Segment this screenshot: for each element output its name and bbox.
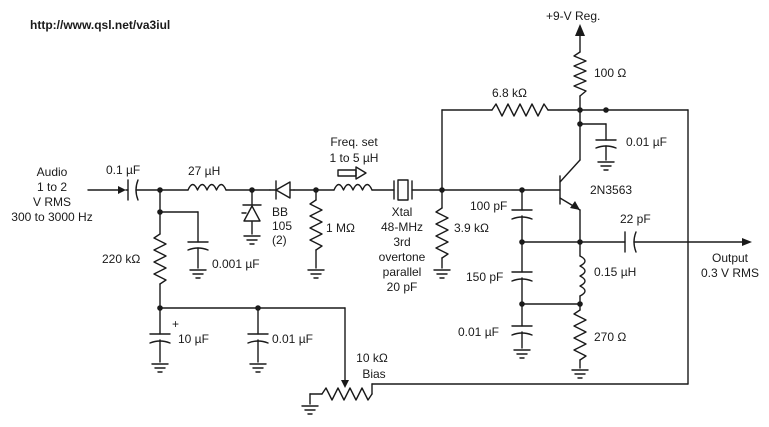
- capacitor-001-bias: [247, 333, 269, 344]
- transistor-2n3563: [559, 159, 581, 211]
- capacitor-001-low: [511, 325, 533, 336]
- label-r-68k: 6.8 kΩ: [492, 86, 527, 100]
- resistor-270: [573, 309, 587, 361]
- label-varactor-3: (2): [272, 233, 287, 247]
- capacitor-10uf: [149, 333, 171, 344]
- diode-series: [269, 180, 295, 200]
- capacitor-100pf: [511, 209, 533, 220]
- label-r-100: 100 Ω: [594, 66, 626, 80]
- capacitor-c-in: [127, 179, 139, 201]
- label-pot-1: 10 kΩ: [356, 351, 388, 365]
- label-c-100pf: 100 pF: [470, 199, 507, 213]
- input-label-line-3: V RMS: [33, 195, 71, 209]
- label-xtal-1: Xtal: [392, 205, 413, 219]
- label-pot-2: Bias: [362, 367, 385, 381]
- capacitor-0001uf: [187, 241, 209, 251]
- crystal-xtal: [393, 179, 413, 201]
- resistor-68k: [491, 103, 549, 117]
- label-freq-set-1: Freq. set: [330, 135, 378, 149]
- label-c-150pf: 150 pF: [466, 270, 503, 284]
- label-xtal-5: parallel: [383, 265, 422, 279]
- label-xtal-3: 3rd: [393, 235, 410, 249]
- potentiometer-10k: [321, 387, 373, 401]
- arrow-right-icon: [337, 166, 367, 180]
- varactor-diode: [241, 204, 262, 222]
- label-c-001-bias: 0.01 µF: [272, 332, 313, 346]
- label-xtal-4: overtone: [379, 250, 426, 264]
- inductor-freq-set: [333, 183, 373, 191]
- label-r-39k: 3.9 kΩ: [454, 221, 489, 235]
- resistor-100: [573, 51, 587, 97]
- label-r-270: 270 Ω: [594, 330, 626, 344]
- label-c-in: 0.1 µF: [106, 163, 140, 177]
- label-varactor-2: 105: [272, 219, 292, 233]
- inductor-27uh: [187, 183, 227, 191]
- capacitor-150pf: [511, 271, 533, 282]
- input-label: Audio 1 to 2 V RMS 300 to 3000 Hz: [11, 165, 92, 224]
- output-label-line-1: Output: [712, 251, 749, 265]
- supply-arrow-icon: [575, 24, 585, 36]
- label-c-001-top: 0.01 µF: [626, 135, 667, 149]
- label-plus: +: [172, 317, 179, 331]
- label-xtal-6: 20 pF: [387, 280, 418, 294]
- output-label-line-2: 0.3 V RMS: [701, 266, 759, 280]
- capacitor-001-top: [595, 139, 617, 149]
- label-varactor-1: BB: [272, 205, 288, 219]
- source-url: http://www.qsl.net/va3iul: [30, 18, 170, 32]
- resistor-220k: [153, 233, 167, 285]
- label-transistor: 2N3563: [590, 183, 632, 197]
- label-freq-set-2: 1 to 5 µH: [330, 151, 379, 165]
- capacitor-22pf: [624, 231, 637, 253]
- input-label-line-4: 300 to 3000 Hz: [11, 210, 92, 224]
- label-l-015uh: 0.15 µH: [594, 265, 636, 279]
- label-xtal-2: 48-MHz: [381, 220, 423, 234]
- input-label-line-1: Audio: [37, 165, 68, 179]
- junction-dots: [157, 107, 609, 311]
- label-r-1m: 1 MΩ: [326, 221, 355, 235]
- label-c-10uf: 10 µF: [178, 332, 209, 346]
- label-r-220k: 220 kΩ: [102, 252, 140, 266]
- label-c-001-low: 0.01 µF: [458, 325, 499, 339]
- label-c-22pf: 22 pF: [620, 212, 651, 226]
- input-label-line-2: 1 to 2: [37, 180, 67, 194]
- label-l-27uh: 27 µH: [188, 164, 220, 178]
- resistor-39k: [435, 207, 449, 259]
- wires: [87, 29, 752, 405]
- label-c-0001uf: 0.001 µF: [212, 257, 260, 271]
- inductor-015uh: [579, 255, 586, 297]
- output-label: Output 0.3 V RMS: [701, 251, 759, 280]
- label-xtal: Xtal 48-MHz 3rd overtone parallel 20 pF: [379, 205, 426, 294]
- supply-label: +9-V Reg.: [546, 9, 600, 23]
- resistor-1m: [309, 199, 323, 251]
